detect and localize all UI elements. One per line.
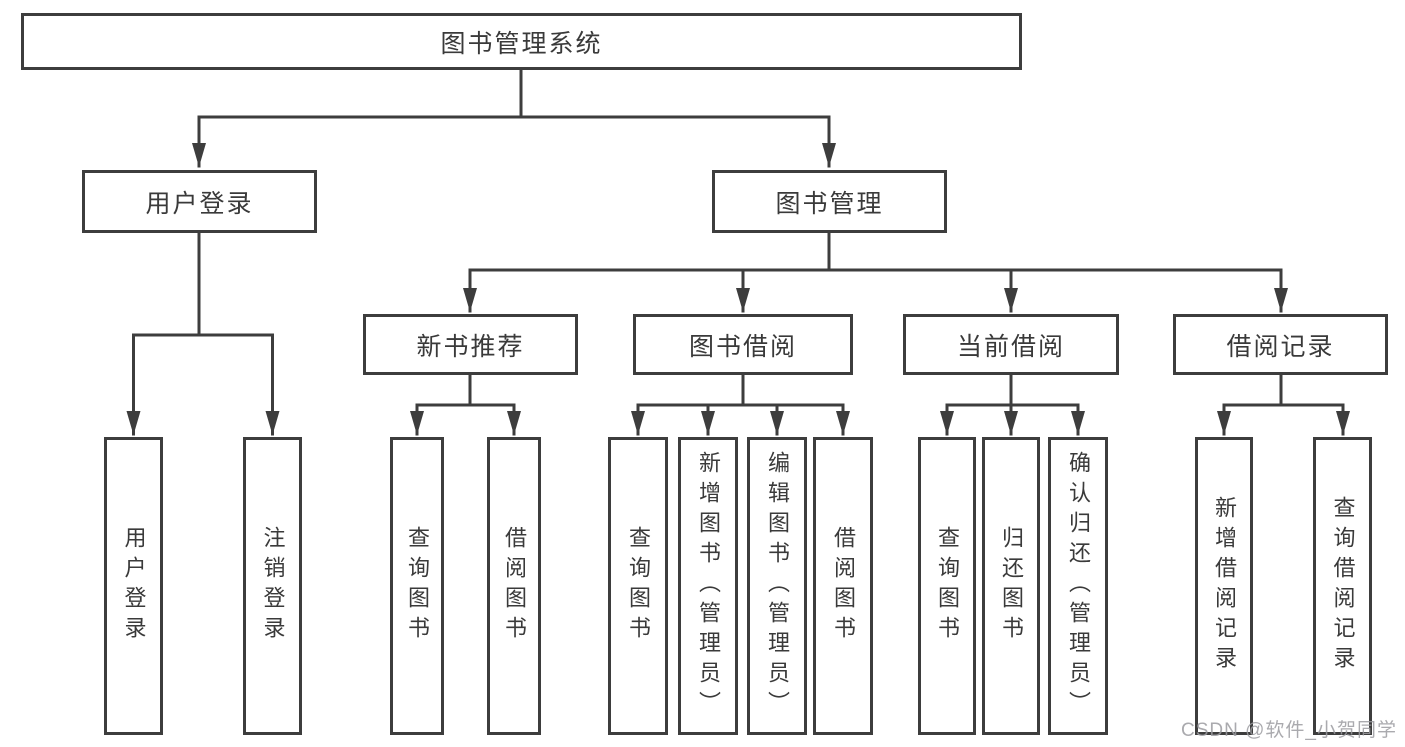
leaf-query-books-current: 查询图书 xyxy=(918,437,976,735)
leaf-user-login: 用户登录 xyxy=(104,437,163,735)
leaf-add-borrow-record: 新增借阅记录 xyxy=(1195,437,1253,735)
leaf-add-books-admin-label: 新增图书（管理员） xyxy=(696,451,721,721)
leaf-return-books: 归还图书 xyxy=(982,437,1040,735)
leaf-logout-label: 注销登录 xyxy=(260,526,286,646)
leaf-borrow-books-borrowing: 借阅图书 xyxy=(813,437,873,735)
node-user-login-branch-label: 用户登录 xyxy=(145,189,254,218)
leaf-add-borrow-record-label: 新增借阅记录 xyxy=(1212,496,1237,676)
node-borrowing-records: 借阅记录 xyxy=(1173,314,1388,375)
leaf-query-borrow-record-label: 查询借阅记录 xyxy=(1330,496,1356,676)
leaf-borrow-books-recommend: 借阅图书 xyxy=(487,437,541,735)
node-root-label: 图书管理系统 xyxy=(440,29,603,58)
leaf-query-books-recommend-label: 查询图书 xyxy=(405,526,430,646)
leaf-query-borrow-record: 查询借阅记录 xyxy=(1313,437,1372,735)
leaf-return-books-label: 归还图书 xyxy=(999,526,1024,646)
node-current-borrowing-label: 当前借阅 xyxy=(956,332,1065,361)
leaf-logout: 注销登录 xyxy=(243,437,302,735)
leaf-query-books-recommend: 查询图书 xyxy=(390,437,444,735)
leaf-confirm-return-admin-label: 确认归还（管理员） xyxy=(1066,451,1091,721)
leaf-edit-books-admin-label: 编辑图书（管理员） xyxy=(765,451,790,721)
leaf-add-books-admin: 新增图书（管理员） xyxy=(678,437,738,735)
node-borrowing-records-label: 借阅记录 xyxy=(1226,332,1335,361)
node-new-book-recommendation: 新书推荐 xyxy=(363,314,578,375)
leaf-user-login-label: 用户登录 xyxy=(121,526,147,646)
node-book-management-branch: 图书管理 xyxy=(712,170,947,233)
node-book-borrowing-label: 图书借阅 xyxy=(688,332,797,361)
node-current-borrowing: 当前借阅 xyxy=(903,314,1119,375)
node-book-borrowing: 图书借阅 xyxy=(633,314,853,375)
leaf-query-books-current-label: 查询图书 xyxy=(935,526,960,646)
leaf-borrow-books-recommend-label: 借阅图书 xyxy=(502,526,527,646)
node-new-book-recommendation-label: 新书推荐 xyxy=(416,332,525,361)
node-root-library-management-system: 图书管理系统 xyxy=(21,13,1022,70)
node-book-management-branch-label: 图书管理 xyxy=(775,189,884,218)
leaf-query-books-borrowing-label: 查询图书 xyxy=(626,526,651,646)
leaf-confirm-return-admin: 确认归还（管理员） xyxy=(1048,437,1108,735)
csdn-watermark: CSDN @软件_小贺同学 xyxy=(1181,720,1397,741)
leaf-edit-books-admin: 编辑图书（管理员） xyxy=(747,437,807,735)
leaf-borrow-books-borrowing-label: 借阅图书 xyxy=(831,526,856,646)
node-user-login-branch: 用户登录 xyxy=(82,170,317,233)
leaf-query-books-borrowing: 查询图书 xyxy=(608,437,668,735)
